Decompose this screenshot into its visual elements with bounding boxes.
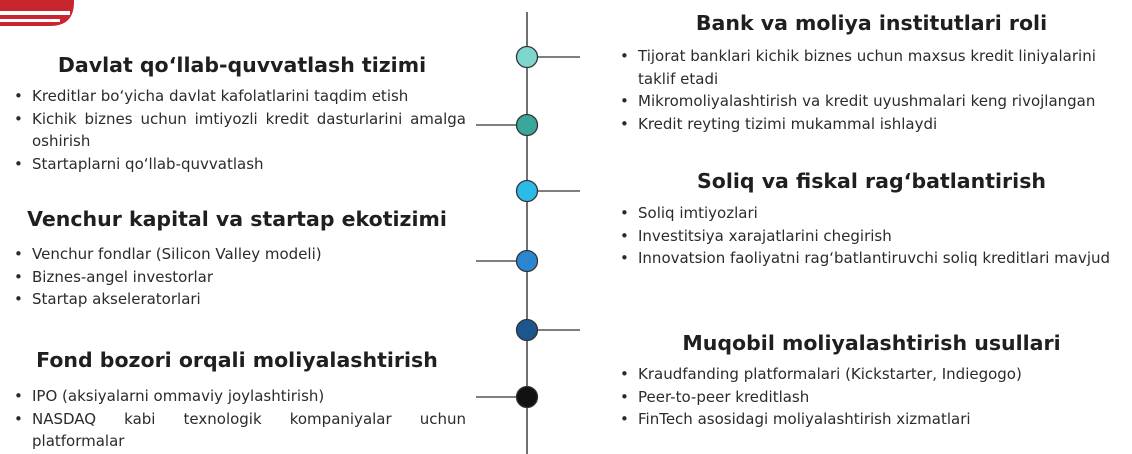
list-item: Kraudfanding platformalari (Kickstarter,… bbox=[614, 363, 1129, 386]
section-title: Bank va moliya institutlari roli bbox=[695, 11, 1048, 35]
list-item: Startap akseleratorlari bbox=[8, 288, 466, 311]
section-bank: Bank va moliya institutlari roli Tijorat… bbox=[614, 10, 1129, 135]
section-title: Fond bozori orqali moliyalashtirish bbox=[36, 348, 438, 372]
list-item: Kreditlar bo‘yicha davlat kafolatlarini … bbox=[8, 85, 466, 108]
list-item: Venchur fondlar (Silicon Valley modeli) bbox=[8, 243, 466, 266]
timeline-node-5 bbox=[515, 318, 539, 342]
timeline-node-1 bbox=[515, 45, 539, 69]
section-title: Soliq va fiskal rag‘batlantirish bbox=[696, 169, 1046, 193]
section-muqobil: Muqobil moliyalashtirish usullari Kraudf… bbox=[614, 330, 1129, 431]
section-soliq: Soliq va fiskal rag‘batlantirish Soliq i… bbox=[614, 168, 1129, 270]
section-title: Venchur kapital va startap ekotizimi bbox=[27, 207, 447, 231]
list-item: Kichik biznes uchun imtiyozli kredit das… bbox=[8, 108, 466, 153]
list-item: Startaplarni qo‘llab-quvvatlash bbox=[8, 153, 466, 176]
section-title: Muqobil moliyalashtirish usullari bbox=[682, 331, 1061, 355]
list-item: Peer-to-peer kreditlash bbox=[614, 386, 1129, 409]
list-item: Tijorat banklari kichik biznes uchun max… bbox=[614, 45, 1129, 90]
timeline-node-3 bbox=[515, 179, 539, 203]
section-title: Davlat qo‘llab-quvvatlash tizimi bbox=[57, 53, 427, 77]
list-item: Kredit reyting tizimi mukammal ishlaydi bbox=[614, 113, 1129, 136]
list-item: NASDAQ kabi texnologik kompaniyalar uchu… bbox=[8, 408, 466, 453]
timeline-node-4 bbox=[515, 249, 539, 273]
list-item: Soliq imtiyozlari bbox=[614, 202, 1129, 225]
flag-decoration bbox=[0, 0, 74, 26]
list-item: Innovatsion faoliyatni rag‘batlantiruvch… bbox=[614, 247, 1129, 270]
list-item: IPO (aksiyalarni ommaviy joylashtirish) bbox=[8, 385, 466, 408]
section-davlat: Davlat qo‘llab-quvvatlash tizimi Kreditl… bbox=[8, 52, 466, 175]
section-venchur: Venchur kapital va startap ekotizimi Ven… bbox=[8, 206, 466, 311]
list-item: FinTech asosidagi moliyalashtirish xizma… bbox=[614, 408, 1129, 431]
list-item: Biznes-angel investorlar bbox=[8, 266, 466, 289]
list-item: Mikromoliyalashtirish va kredit uyushmal… bbox=[614, 90, 1129, 113]
section-fond: Fond bozori orqali moliyalashtirish IPO … bbox=[8, 347, 466, 453]
timeline-node-6 bbox=[515, 385, 539, 409]
timeline-node-2 bbox=[515, 113, 539, 137]
list-item: Investitsiya xarajatlarini chegirish bbox=[614, 225, 1129, 248]
